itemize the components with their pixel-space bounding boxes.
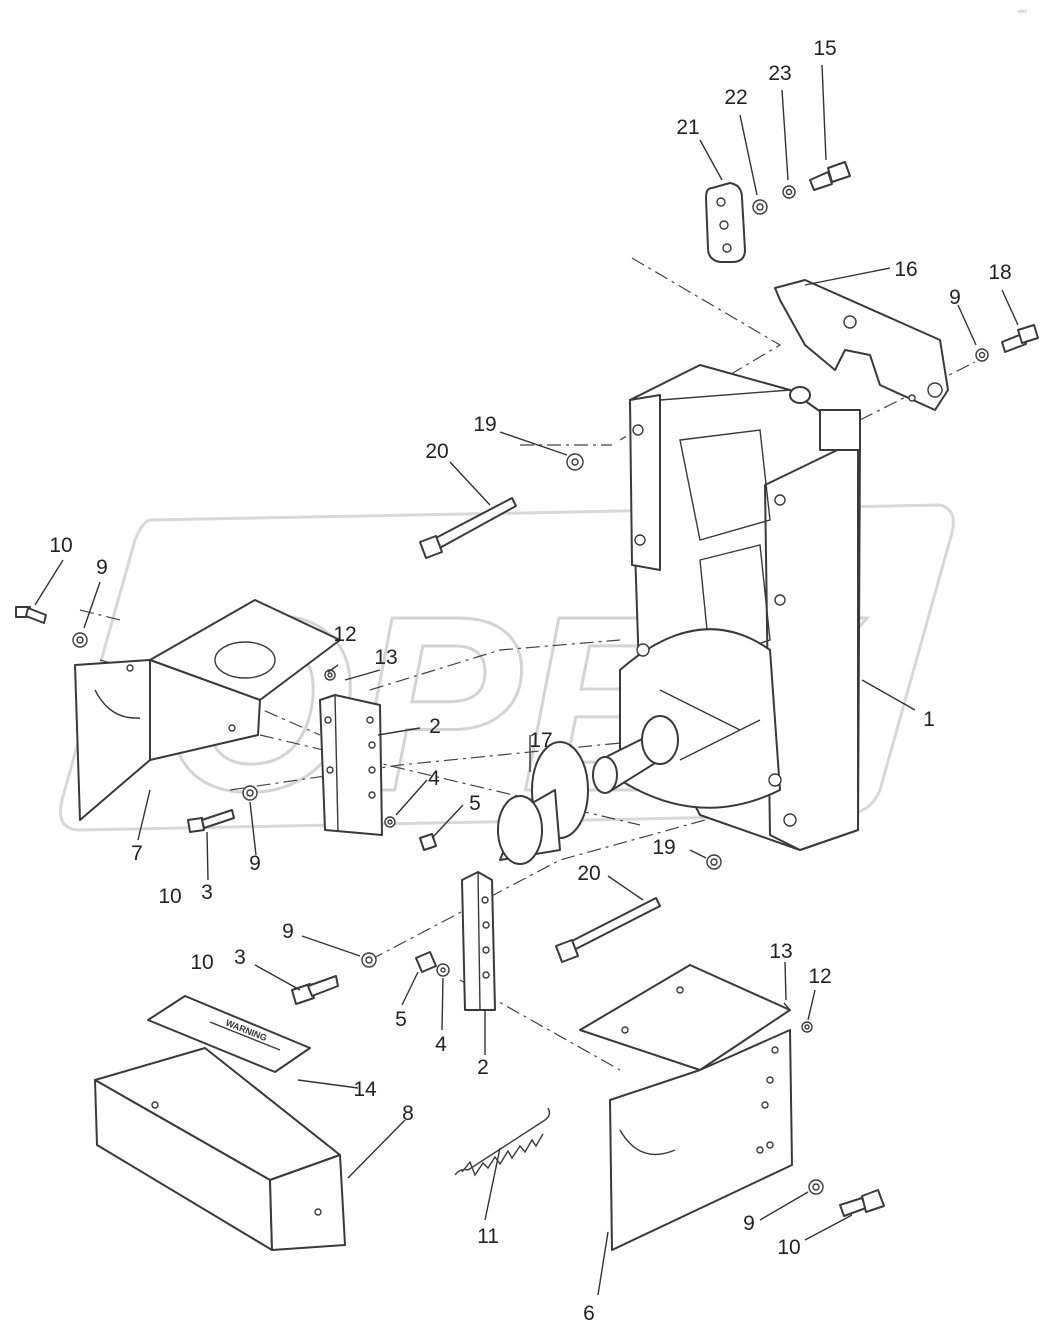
callout-10-mid: 10: [158, 885, 181, 908]
spring: [454, 1107, 551, 1177]
callout-13-upper: 13: [374, 646, 397, 669]
callout-12-upper: 12: [333, 623, 356, 646]
callout-17: 17: [529, 729, 552, 752]
callout-19-upper: 19: [473, 413, 496, 436]
callout-7: 7: [131, 842, 143, 865]
callout-1: 1: [923, 708, 935, 731]
callout-5-upper: 5: [469, 792, 481, 815]
callout-9-upper-right: 9: [949, 286, 961, 309]
shaft: [497, 715, 679, 865]
leader-lines: [34, 64, 1019, 1296]
hardware: [15, 161, 1039, 1217]
callout-13-lower: 13: [769, 940, 792, 963]
callout-3-upper: 3: [201, 881, 213, 904]
shield-left: [74, 599, 341, 821]
callout-9-lower: 9: [282, 920, 294, 943]
angle-bracket-lower: [461, 871, 496, 1011]
link-plate: [705, 182, 746, 263]
callout-21: 21: [676, 116, 699, 139]
callout-15: 15: [813, 37, 836, 60]
callout-14: 14: [353, 1078, 377, 1101]
callout-9-lower-right: 9: [743, 1212, 755, 1235]
shield-lower-right: [579, 964, 793, 1251]
callout-6: 6: [583, 1302, 595, 1325]
long-bolts: [419, 497, 661, 963]
callout-18: 18: [988, 261, 1011, 284]
callout-4-lower: 4: [435, 1033, 447, 1056]
callout-3-lower: 3: [234, 946, 246, 969]
callout-20-upper: 20: [425, 440, 448, 463]
callout-20-lower: 20: [577, 862, 600, 885]
callout-10-left: 10: [49, 534, 72, 557]
callout-9-left: 9: [96, 556, 108, 579]
mounting-bracket: [774, 279, 949, 411]
callout-10-lower-right: 10: [777, 1236, 800, 1259]
callout-5-lower: 5: [395, 1008, 407, 1031]
callout-22: 22: [724, 86, 747, 109]
callout-19-lower: 19: [652, 836, 675, 859]
callout-10-lower: 10: [190, 951, 213, 974]
callout-11: 11: [477, 1225, 499, 1248]
callout-4-upper: 4: [428, 767, 440, 790]
angle-bracket-upper: [319, 694, 383, 836]
callout-16: 16: [894, 258, 917, 281]
callout-9-mid: 9: [249, 852, 261, 875]
callout-12-lower: 12: [808, 965, 831, 988]
warning-decal: WARNING: [147, 995, 311, 1073]
callout-23: 23: [768, 62, 791, 85]
corner-mark: ᵒᵖᵉˣ: [1018, 10, 1027, 16]
gearbox-housing: [619, 364, 861, 851]
callout-2-lower: 2: [477, 1056, 489, 1079]
cover-lower-left: [94, 1047, 346, 1251]
callout-2-upper: 2: [429, 715, 441, 738]
callout-8: 8: [402, 1102, 414, 1125]
callout-labels: 1 2 2 3 3 4 4 5 5 6 7 8 9 9 9 9 9 10 10 …: [49, 37, 1011, 1325]
